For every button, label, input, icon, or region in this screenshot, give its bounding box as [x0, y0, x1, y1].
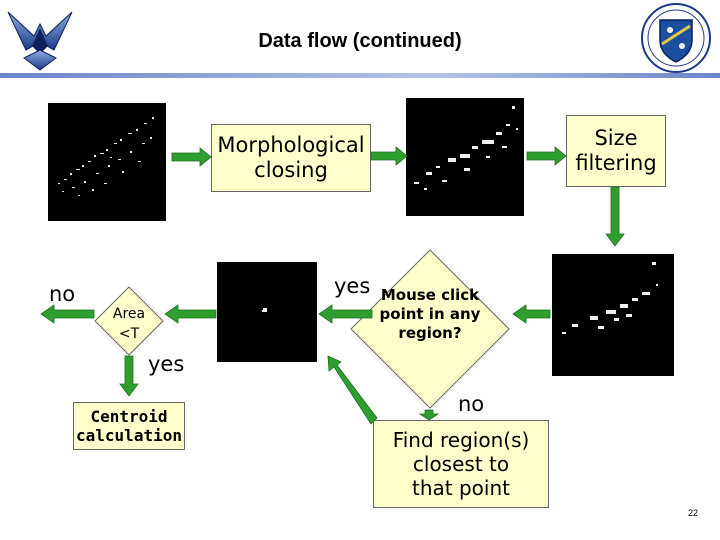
morphological-closing-label: Morphological closing: [217, 132, 365, 182]
command-shield-icon: [640, 2, 712, 74]
centroid-calculation-label: Centroid calculation: [76, 406, 182, 445]
arrow-to-mouse-decision: [512, 304, 551, 324]
area-label: Area: [112, 306, 146, 322]
arrow-yes-to-region-image: [318, 304, 373, 324]
size-filtering-label: Size filtering: [575, 125, 657, 175]
size-filtering-box: Size filtering: [566, 115, 666, 187]
arrow-to-size-filtering: [526, 146, 567, 166]
arrow-yes-to-centroid: [119, 355, 139, 397]
yes-label-mouse: yes: [334, 274, 371, 298]
no-label-mouse: no: [458, 392, 485, 416]
page-title: Data flow (continued): [258, 30, 462, 52]
selected-region-image: [217, 262, 317, 362]
arrow-find-region-to-region-image: [327, 355, 378, 425]
arrow-to-filtered-image: [605, 186, 625, 247]
threshold-expression: <T: [118, 326, 140, 343]
find-region-label: Find region(s) closest to that point: [392, 428, 530, 500]
centroid-calculation-box: Centroid calculation: [73, 402, 185, 450]
arrow-no-left: [40, 304, 95, 324]
arrow-to-area-decision: [164, 304, 217, 324]
size-filtered-image: [552, 254, 674, 376]
no-label-area: no: [49, 282, 76, 306]
header-divider: [0, 73, 720, 78]
input-edge-image: [48, 103, 166, 221]
mouse-click-decision: Mouse click point in any region?: [349, 248, 511, 410]
morphological-closing-box: Morphological closing: [211, 124, 371, 192]
yes-label-area: yes: [148, 352, 185, 376]
air-force-logo: [4, 2, 76, 74]
arrow-to-closed-image: [370, 146, 408, 166]
arrow-to-morph-closing: [171, 147, 212, 167]
area-threshold-decision: Area <T: [94, 286, 164, 356]
closed-image: [406, 98, 524, 216]
arrow-no-to-find-region: [418, 409, 440, 421]
mouse-click-label: Mouse click point in any region?: [379, 286, 481, 342]
page-number: 22: [688, 508, 699, 518]
find-region-box: Find region(s) closest to that point: [373, 420, 549, 508]
